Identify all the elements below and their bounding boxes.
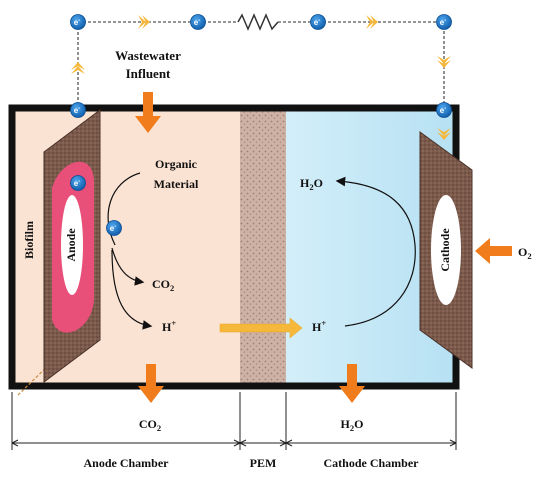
chevron-down-icon (437, 56, 451, 68)
wastewater-label-line2: Influent (126, 66, 171, 81)
influent-arrow-icon (135, 92, 161, 133)
co2-bottom-label: CO2 (139, 417, 161, 433)
chevron-right-icon (366, 15, 378, 29)
cathode-electrode: Cathode (419, 131, 473, 369)
biofilm-label: Biofilm (22, 221, 36, 259)
to-co2-arrow (111, 247, 145, 286)
resistor-icon (237, 13, 279, 31)
h2o-cathode-label: H2O (300, 176, 323, 192)
electron-icon: e- (70, 175, 86, 191)
chevron-right-icon (138, 15, 150, 29)
co2-outflow-arrow-icon (138, 364, 164, 403)
electron-icon: e- (310, 14, 326, 30)
anode-label: Anode (64, 228, 78, 262)
pem-membrane (240, 108, 286, 386)
electron-icon: e- (436, 14, 452, 30)
dimension-lines (11, 392, 457, 450)
anode-chamber-label: Anode Chamber (83, 456, 169, 470)
electron-symbol: e- (74, 179, 80, 188)
electrons-group: e-e-e-e-e-e-e-e- (70, 14, 452, 236)
electron-symbol: e- (110, 224, 116, 233)
cathode-chamber-label: Cathode Chamber (324, 456, 420, 470)
h-plus-cathode-label: H+ (312, 318, 326, 334)
chevron-down-icon (437, 128, 451, 140)
electron-symbol: e- (314, 18, 320, 27)
co2-inside-label: CO2 (152, 277, 174, 293)
current-chevrons (71, 15, 451, 140)
o2-label: O2 (518, 245, 532, 261)
wastewater-label-line1: Wastewater (115, 48, 181, 63)
anode-dashed-edge (17, 357, 57, 396)
to-h-plus-arrow (111, 249, 153, 330)
h2o-bottom-label: H2O (341, 417, 364, 433)
electron-symbol: e- (194, 18, 200, 27)
electron-icon: e- (436, 102, 452, 118)
electron-symbol: e- (440, 18, 446, 27)
organic-label-line1: Organic (155, 157, 198, 171)
electron-symbol: e- (74, 106, 80, 115)
external-circuit-wire (77, 21, 445, 108)
electron-icon: e- (106, 220, 122, 236)
electron-icon: e- (70, 14, 86, 30)
oxygen-inflow-arrow-icon (475, 238, 512, 264)
electron-icon: e- (70, 102, 86, 118)
cathode-reaction-curve (335, 176, 416, 327)
anode-electrode: Anode (43, 109, 101, 383)
electron-symbol: e- (74, 18, 80, 27)
h-plus-anode-label: H+ (162, 318, 176, 334)
electron-symbol: e- (440, 106, 446, 115)
chevron-up-icon (71, 62, 85, 74)
cathode-label: Cathode (438, 228, 452, 272)
pem-label: PEM (250, 456, 277, 470)
proton-transfer-arrow-icon (219, 317, 303, 339)
organic-to-anode-curve (107, 172, 141, 246)
organic-label-line2: Material (154, 177, 199, 191)
h2o-outflow-arrow-icon (339, 364, 365, 403)
electron-icon: e- (190, 14, 206, 30)
